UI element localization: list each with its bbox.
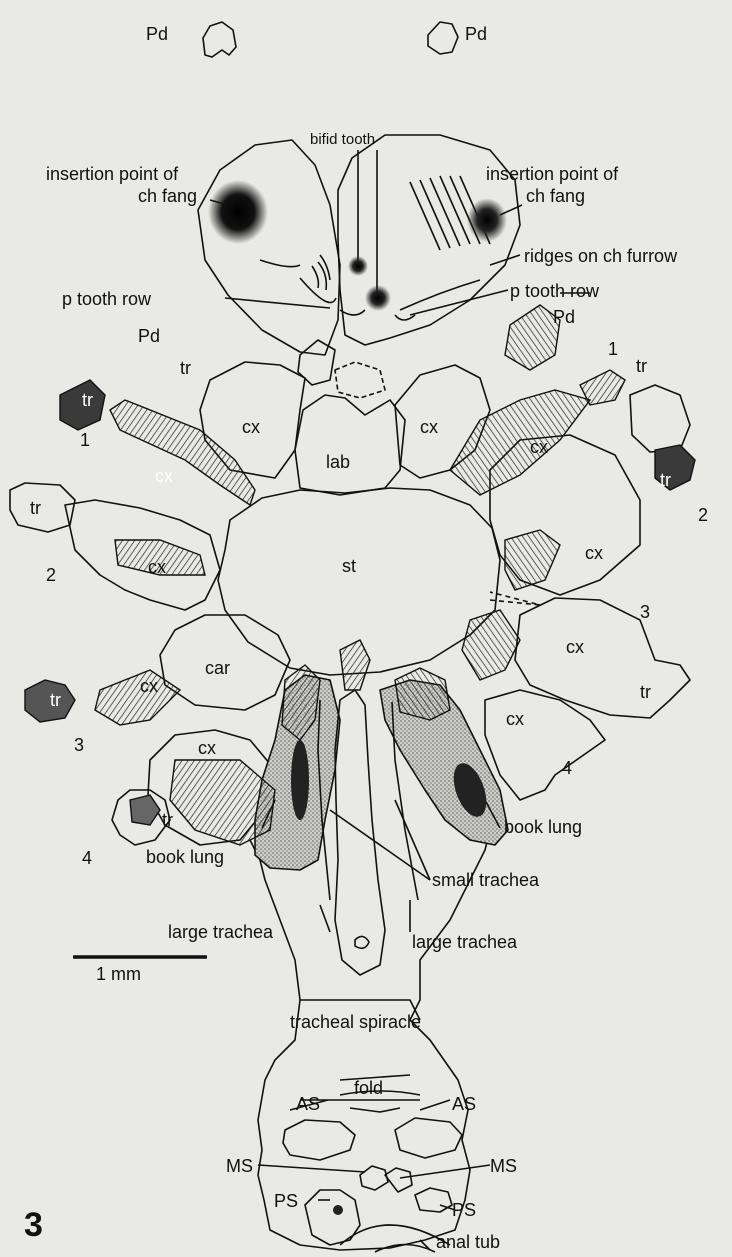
label-cx-8: cx: [140, 676, 158, 696]
label-ps-left: PS: [274, 1191, 298, 1211]
median-structure: [335, 690, 385, 975]
label-tr-6: tr: [640, 682, 651, 702]
label-st: st: [342, 556, 356, 576]
leg-segment-right-2: [505, 530, 560, 590]
pedipalp-fragment-top-left: [203, 22, 236, 57]
label-cx-9: cx: [506, 709, 524, 729]
label-cx-7: cx: [566, 637, 584, 657]
label-cx-3: cx: [530, 437, 548, 457]
label-as-right: AS: [452, 1094, 476, 1114]
figure-number: 3: [24, 1208, 43, 1242]
label-leg-4-left: 4: [82, 848, 92, 868]
anterior-spinneret-right: [395, 1118, 462, 1158]
label-pd-mid-right: Pd: [553, 307, 575, 327]
bifid-tooth-right: [365, 285, 391, 311]
label-cx-2: cx: [420, 417, 438, 437]
label-leg-3-left: 3: [74, 735, 84, 755]
label-tr-2: tr: [82, 390, 93, 410]
labium: [295, 395, 405, 495]
label-tr-4: tr: [30, 498, 41, 518]
label-leg-2-left: 2: [46, 565, 56, 585]
label-leg-2-right: 2: [698, 505, 708, 525]
label-cx-6: cx: [585, 543, 603, 563]
posterior-spinneret-right: [415, 1188, 452, 1212]
label-ms-right: MS: [490, 1156, 517, 1176]
label-small-trachea: small trachea: [432, 870, 539, 890]
label-p-tooth-row-left: p tooth row: [62, 289, 151, 309]
label-large-trachea-right: large trachea: [412, 932, 517, 952]
label-lab: lab: [326, 452, 350, 472]
label-insertion-right-line2: ch fang: [526, 186, 585, 206]
chelicera-left: [198, 140, 340, 355]
label-tr-5: tr: [660, 470, 671, 490]
label-insertion-left-line2: ch fang: [138, 186, 197, 206]
pedipalp-segment-right: [505, 305, 560, 370]
leg-segment-left-1: [110, 400, 255, 505]
label-as-left: AS: [296, 1094, 320, 1114]
label-cx-10: cx: [198, 738, 216, 758]
label-pd-top-right: Pd: [465, 24, 487, 44]
leg-segment-right-1: [450, 390, 590, 495]
bifid-tooth-left: [348, 256, 368, 276]
label-leg-4-right: 4: [562, 758, 572, 778]
label-anal-tub: anal tub: [436, 1232, 500, 1252]
label-cx-1: cx: [242, 417, 260, 437]
scale-bar-label: 1 mm: [96, 964, 141, 984]
label-leg-1-left: 1: [80, 430, 90, 450]
label-tr-7: tr: [50, 690, 61, 710]
label-cx-5: cx: [148, 557, 166, 577]
label-tracheal-spiracle: tracheal spiracle: [290, 1012, 421, 1032]
fang-insertion-left: [208, 180, 268, 244]
label-car: car: [205, 658, 230, 678]
label-book-lung-left: book lung: [146, 847, 224, 867]
label-tr-8: tr: [162, 810, 173, 830]
label-fold: fold: [354, 1078, 383, 1098]
label-insertion-right-line1: insertion point of: [486, 164, 618, 184]
label-pd-mid-left: Pd: [138, 326, 160, 346]
cheliceral-base-piece: [298, 340, 335, 385]
label-ms-left: MS: [226, 1156, 253, 1176]
label-ridges: ridges on ch furrow: [524, 246, 677, 266]
coxa-right-3: [515, 598, 690, 718]
label-bifid-tooth: bifid tooth: [310, 130, 375, 150]
label-tr-3: tr: [636, 356, 647, 376]
opisthosoma-outline: [250, 830, 490, 1250]
leg-segment-left-3: [95, 670, 180, 725]
label-leg-1-right: 1: [608, 339, 618, 359]
label-book-lung-right: book lung: [504, 817, 582, 837]
label-p-tooth-row-right: p tooth row: [510, 281, 599, 301]
label-pd-top-left: Pd: [146, 24, 168, 44]
label-cx-4: cx: [155, 466, 173, 486]
label-leg-3-right: 3: [640, 602, 650, 622]
label-insertion-left-line1: insertion point of: [46, 164, 178, 184]
pedipalp-fragment-top-right: [428, 22, 458, 54]
fang-insertion-right: [467, 198, 507, 242]
label-tr-1: tr: [180, 358, 191, 378]
leg-segment-right-3: [462, 610, 520, 680]
label-ps-right: PS: [452, 1200, 476, 1220]
label-large-trachea-left: large trachea: [168, 922, 273, 942]
leg-segment-left-3b: [170, 760, 275, 845]
anterior-spinneret-left: [283, 1120, 355, 1160]
